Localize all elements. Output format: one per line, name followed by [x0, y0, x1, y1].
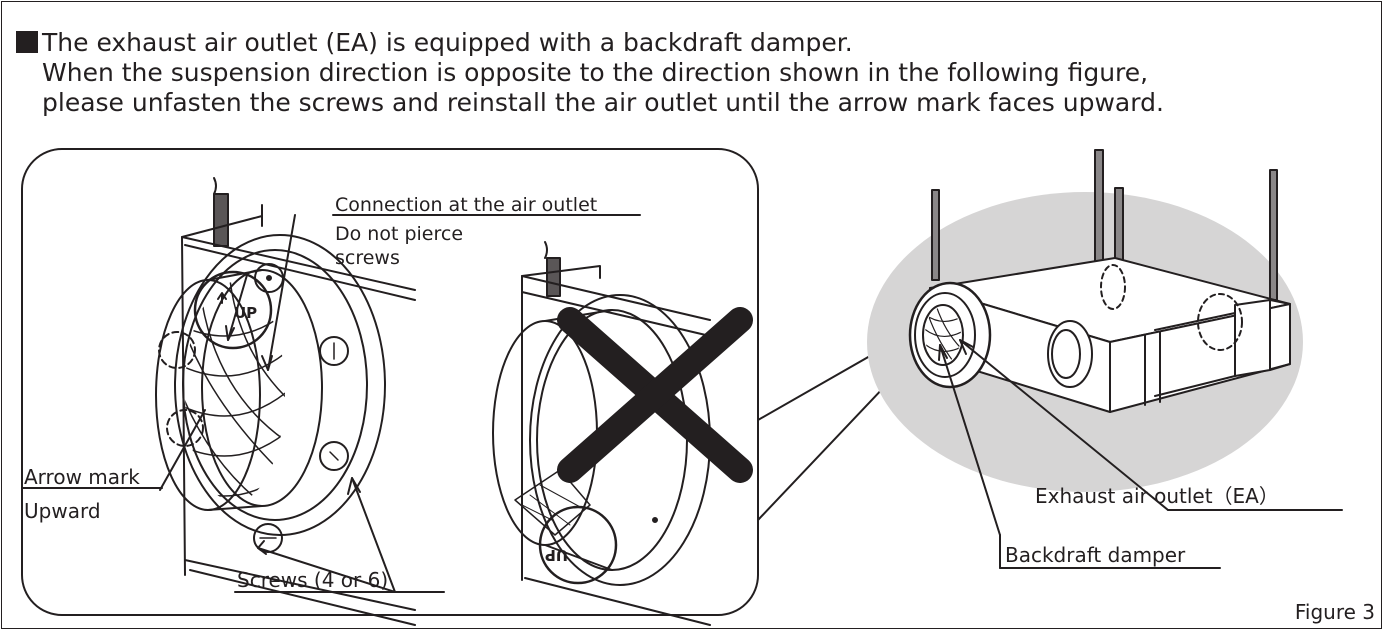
upward-label: Upward — [24, 499, 101, 523]
arrow-mark-label: Arrow mark — [24, 465, 140, 489]
notice-line-2: When the suspension direction is opposit… — [42, 58, 1149, 87]
prohibited-x-icon — [557, 307, 753, 483]
up-mark-inverted: UP — [545, 546, 568, 564]
figure-caption: Figure 3 — [1294, 600, 1375, 624]
backdraft-damper-label: Backdraft damper — [1005, 543, 1186, 567]
screws-count-label: Screws (4 or 6) — [237, 568, 388, 592]
up-mark: UP — [234, 304, 257, 322]
screws-warning-label: screws — [335, 247, 400, 269]
notice-line-3: please unfasten the screws and reinstall… — [42, 88, 1164, 117]
notice-text: The exhaust air outlet (EA) is equipped … — [16, 28, 1164, 118]
exhaust-outlet-label: Exhaust air outlet（EA） — [1035, 484, 1279, 508]
ventilation-unit — [908, 149, 1343, 569]
notice-line-1: The exhaust air outlet (EA) is equipped … — [16, 28, 1164, 58]
do-not-pierce-label: Do not pierce — [335, 223, 463, 245]
square-bullet-icon — [16, 31, 38, 53]
detail-callout-box — [21, 148, 759, 616]
connection-label: Connection at the air outlet — [335, 194, 597, 216]
